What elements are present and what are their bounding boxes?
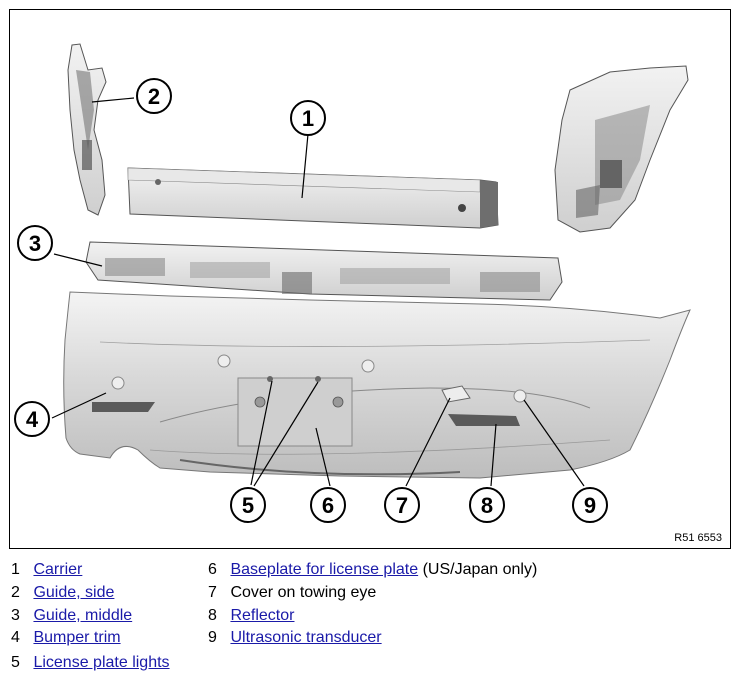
legend-item-7: 7 Cover on towing eye [208,584,376,602]
leader-lines [51,97,585,487]
legend-link-baseplate[interactable]: Baseplate for license plate [230,561,419,578]
legend-number: 4 [11,629,20,646]
legend-link-reflector[interactable]: Reflector [230,607,295,624]
legend-link-license-plate-lights[interactable]: License plate lights [33,654,170,671]
legend-item-9: 9 Ultrasonic transducer [208,629,382,647]
legend-label-towing-eye-cover: Cover on towing eye [230,584,377,601]
callout-4: 4 [14,401,50,437]
legend-number: 5 [11,654,20,671]
callout-3: 3 [17,225,53,261]
legend-link-ultrasonic-transducer[interactable]: Ultrasonic transducer [230,629,382,646]
figure-id: R51 6553 [674,532,722,544]
legend-link-guide-side[interactable]: Guide, side [33,584,115,601]
carrier-part [127,167,499,229]
legend-link-guide-middle[interactable]: Guide, middle [33,607,133,624]
legend-item-3: 3 Guide, middle [11,607,132,625]
svg-text:9: 9 [584,493,596,518]
svg-text:1: 1 [302,106,314,131]
callout-2: 2 [136,78,172,114]
legend-link-carrier[interactable]: Carrier [33,561,83,578]
svg-text:8: 8 [481,493,493,518]
legend-suffix: (US/Japan only) [418,561,538,578]
legend-link-bumper-trim[interactable]: Bumper trim [33,629,121,646]
legend-item-6: 6 Baseplate for license plate (US/Japan … [208,561,537,579]
right-side-guide-part [554,65,689,233]
bumper-trim-part [63,291,691,479]
svg-text:3: 3 [29,231,41,256]
side-guide-part [67,43,107,216]
exploded-view-drawing: 1 2 3 4 5 6 7 8 [14,43,691,523]
svg-text:4: 4 [26,407,39,432]
callout-8: 8 [469,487,505,523]
legend-number: 3 [11,607,20,624]
legend-number: 1 [11,561,20,578]
svg-text:7: 7 [396,493,408,518]
callout-9: 9 [572,487,608,523]
legend-item-4: 4 Bumper trim [11,629,121,647]
legend-item-8: 8 Reflector [208,607,294,625]
legend-item-5: 5 License plate lights [11,654,170,672]
svg-text:5: 5 [242,493,254,518]
callout-6: 6 [310,487,346,523]
legend-number: 2 [11,584,20,601]
callout-7: 7 [384,487,420,523]
legend-number: 7 [208,584,217,601]
legend-item-1: 1 Carrier [11,561,82,579]
svg-text:2: 2 [148,84,160,109]
legend-item-2: 2 Guide, side [11,584,114,602]
callout-5: 5 [230,487,266,523]
legend-number: 9 [208,629,217,646]
callout-1: 1 [290,100,326,136]
legend-number: 8 [208,607,217,624]
middle-guide-part [85,241,563,301]
svg-text:6: 6 [322,493,334,518]
parts-diagram: 1 2 3 4 5 6 7 8 [9,9,731,549]
legend-number: 6 [208,561,217,578]
